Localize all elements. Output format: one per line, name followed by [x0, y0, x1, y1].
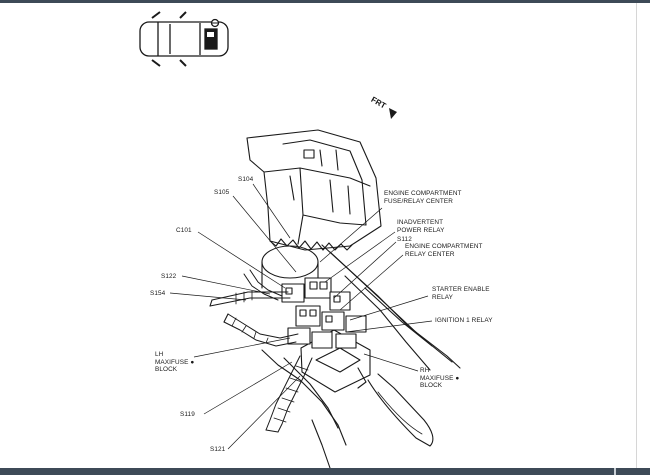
callout-engine-compartment-fuse-relay-center: ENGINE COMPARTMENT FUSE/RELAY CENTER [384, 190, 462, 205]
scrollbar-gutter[interactable] [636, 3, 650, 468]
callout-engine-compartment-relay-center: ENGINE COMPARTMENT RELAY CENTER [405, 243, 483, 258]
callout-rh-maxifuse-block: RH MAXIFUSE ● BLOCK [420, 367, 460, 390]
callout-s112: S112 [397, 236, 412, 243]
callout-s122: S122 [161, 273, 177, 280]
callout-s119: S119 [180, 411, 195, 418]
callout-ignition-1-relay: IGNITION 1 RELAY [435, 317, 493, 324]
callout-s121: S121 [210, 446, 226, 453]
forward-arrow-icon [389, 108, 397, 119]
bottom-bar-divider [614, 468, 616, 475]
window-bottom-bar [0, 468, 650, 475]
callout-leader-lines [169, 183, 433, 450]
callout-c101: C101 [176, 227, 192, 234]
window-top-border [0, 0, 650, 3]
vehicle-locator-icon [139, 11, 229, 67]
callout-s104: S104 [238, 176, 254, 183]
callout-inadvertent-power-relay: INADVERTENT POWER RELAY [397, 219, 445, 234]
engine-bay-illustration [209, 129, 461, 469]
callout-s105: S105 [214, 189, 230, 196]
callout-s154: S154 [150, 290, 166, 297]
callout-starter-enable-relay: STARTER ENABLE RELAY [432, 286, 490, 301]
callout-lh-maxifuse-block: LH MAXIFUSE ● BLOCK [155, 351, 195, 374]
